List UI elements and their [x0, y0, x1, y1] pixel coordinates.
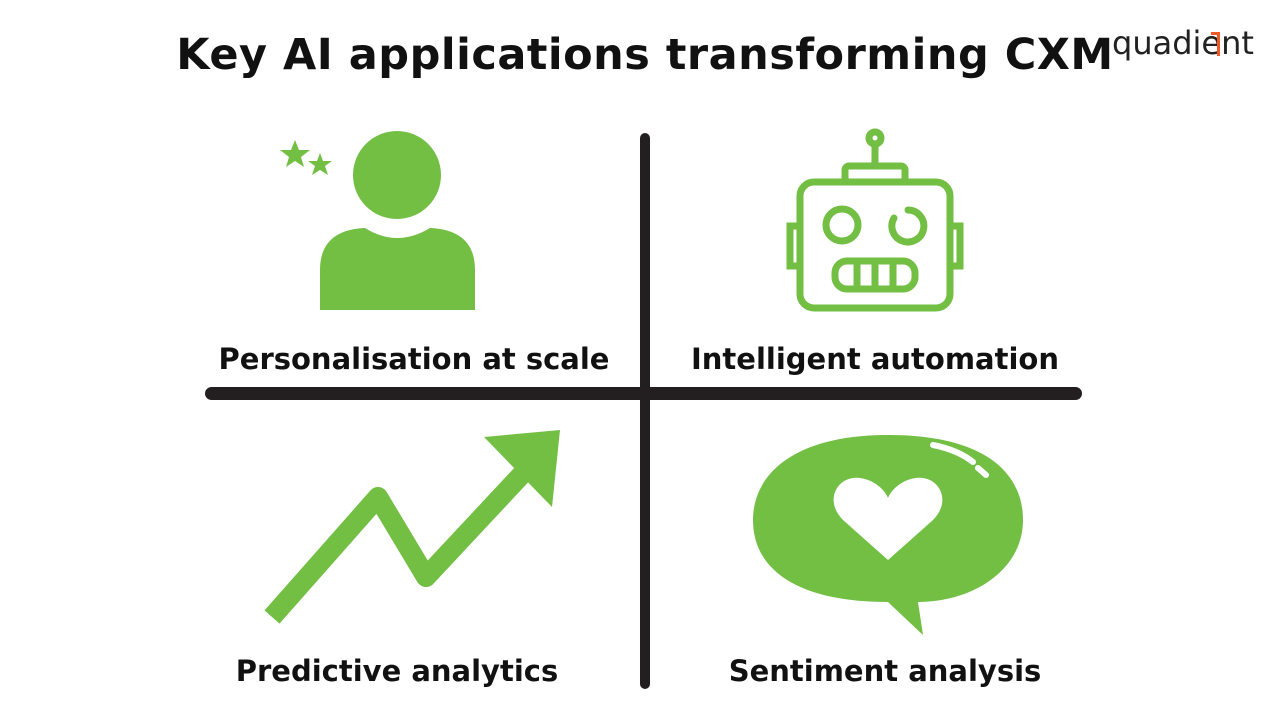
- vertical-divider: [640, 133, 650, 689]
- trend-arrow-icon: [264, 430, 560, 624]
- logo-mark: [1211, 32, 1220, 56]
- horizontal-divider: [205, 387, 1082, 400]
- person-stars-icon: [280, 131, 475, 310]
- page-title: Key AI applications transforming CXM: [176, 30, 1114, 80]
- heart-speech-bubble-icon: [753, 435, 1023, 635]
- quadrant-label-sentiment: Sentiment analysis: [728, 654, 1042, 688]
- quadrant-label-personalisation: Personalisation at scale: [218, 342, 610, 376]
- logo-text: quadient: [1112, 24, 1254, 62]
- quadient-logo: quadient: [1112, 24, 1254, 62]
- quadrant-label-automation: Intelligent automation: [691, 342, 1059, 376]
- quadrant-label-predictive: Predictive analytics: [235, 654, 559, 688]
- robot-icon: [786, 128, 964, 312]
